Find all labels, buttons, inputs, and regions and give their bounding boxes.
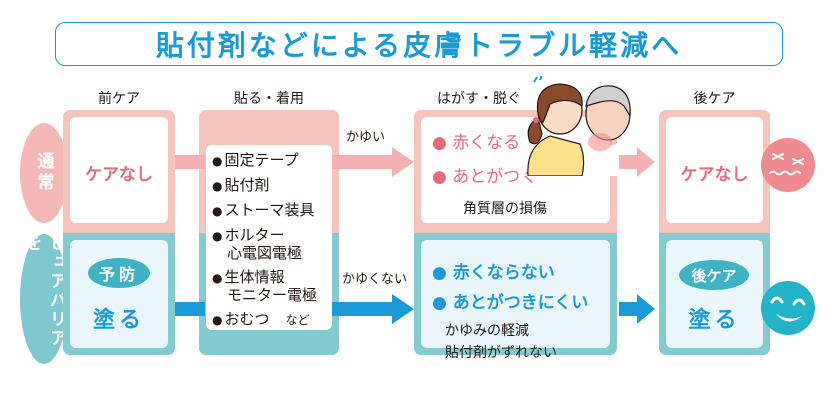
normal-effect-marks: ● あとがつく bbox=[432, 167, 538, 187]
arrow-normal-1 bbox=[175, 155, 205, 169]
pre-care-paint-text: 塗る bbox=[92, 308, 145, 333]
pure-notes: かゆみの軽減 貼付剤がずれない bbox=[445, 320, 557, 364]
arrow-pure-2 bbox=[332, 294, 414, 324]
not-itchy-label: かゆくない bbox=[342, 272, 408, 287]
normal-pre-care-text: ケアなし bbox=[85, 165, 153, 185]
list-item: ●生体情報モニター電極 bbox=[212, 268, 318, 304]
row-label-purebarrier: ピュアバリアを bbox=[20, 234, 68, 364]
arrow-normal-2 bbox=[332, 147, 414, 177]
normal-post-care-text: ケアなし bbox=[680, 165, 749, 185]
apply-item-list: ●固定テープ ●貼付剤 ●ストーマ装具 ●ホルター心電図電極 ●生体情報モニター… bbox=[212, 152, 332, 329]
pure-effect-less-marks: ● あとがつきにくい bbox=[432, 293, 589, 313]
column-header-remove: はがす・脱ぐ bbox=[437, 91, 521, 107]
column-post-care: ケアなし 後ケア 塗る bbox=[659, 110, 770, 355]
list-item: ●固定テープ bbox=[212, 151, 299, 169]
list-item: ●貼付剤 bbox=[212, 176, 270, 194]
itchy-label: かゆい bbox=[346, 130, 386, 145]
page-title: 貼付剤などによる皮膚トラブル軽減へ bbox=[155, 29, 683, 62]
column-header-apply: 貼る・着用 bbox=[234, 91, 304, 107]
column-header-pre-care: 前ケア bbox=[98, 91, 140, 107]
arrow-pure-3 bbox=[619, 294, 655, 324]
arrow-pure-1 bbox=[175, 302, 205, 316]
normal-effect-red: ● 赤くなる bbox=[432, 133, 521, 153]
pure-effect-no-red: ● 赤くならない bbox=[432, 263, 555, 283]
title-frame bbox=[55, 22, 783, 66]
caregiver-illustration bbox=[520, 76, 640, 176]
arrow-normal-3 bbox=[619, 147, 655, 177]
normal-note: 角質層の損傷 bbox=[463, 201, 547, 217]
post-care-badge: 後ケア bbox=[679, 260, 749, 290]
pure-note: 貼付剤がずれない bbox=[445, 345, 557, 361]
pure-note: かゆみの軽減 bbox=[445, 323, 529, 339]
column-pre-care: ケアなし 予防 塗る bbox=[63, 110, 175, 355]
prevention-badge: 予防 bbox=[88, 258, 150, 288]
column-remove bbox=[414, 110, 617, 355]
etc-label: など bbox=[285, 313, 310, 327]
unhappy-face-icon bbox=[761, 138, 815, 192]
column-apply bbox=[199, 110, 339, 355]
column-header-post-care: 後ケア bbox=[693, 91, 736, 107]
list-item: ●おむつなど bbox=[212, 310, 310, 328]
row-label-normal: 通常 bbox=[20, 123, 68, 223]
happy-face-icon bbox=[761, 281, 815, 335]
list-item: ●ホルター心電図電極 bbox=[212, 226, 303, 262]
post-care-paint-text: 塗る bbox=[688, 308, 741, 333]
list-item: ●ストーマ装具 bbox=[212, 201, 315, 219]
